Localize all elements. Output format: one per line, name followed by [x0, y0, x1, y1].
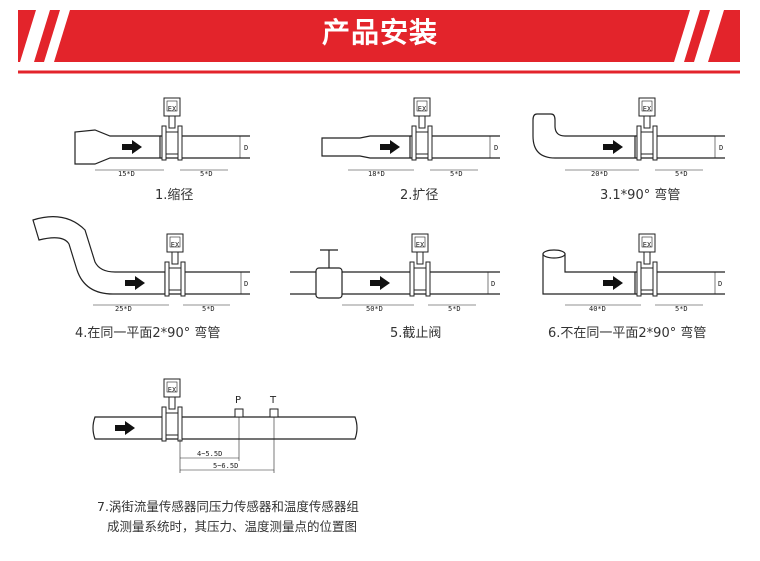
svg-text:25*D: 25*D	[115, 305, 132, 313]
svg-text:D: D	[718, 280, 722, 288]
svg-text:P: P	[235, 395, 241, 406]
diagram-6-double-elbow-different-plane: EX D 40*D 5*D	[542, 233, 725, 313]
diagram-6-caption: 6.不在同一平面2*90° 弯管	[548, 326, 707, 341]
diagram-3-single-elbow: EX D 20*D 5*D	[532, 97, 725, 178]
diagram-2-caption: 2.扩径	[400, 188, 439, 203]
svg-text:40*D: 40*D	[589, 305, 606, 313]
svg-text:5*D: 5*D	[448, 305, 461, 313]
svg-text:EX: EX	[171, 241, 180, 249]
svg-text:5*D: 5*D	[675, 170, 688, 178]
diagram-2-expander: EX D 18*D 5*D	[321, 97, 500, 178]
diagram-5-caption: 5.截止阀	[390, 326, 442, 341]
svg-text:EX: EX	[643, 241, 652, 249]
diagram-1-caption: 1.缩径	[155, 188, 194, 203]
svg-text:15*D: 15*D	[118, 170, 135, 178]
svg-text:5*D: 5*D	[202, 305, 215, 313]
header-banner	[18, 10, 740, 74]
svg-text:D: D	[244, 144, 248, 152]
svg-text:EX: EX	[168, 386, 177, 394]
svg-text:50*D: 50*D	[366, 305, 383, 313]
svg-text:5*D: 5*D	[675, 305, 688, 313]
flow-arrow-icon	[370, 276, 390, 290]
svg-text:5*D: 5*D	[200, 170, 213, 178]
diagram-4-caption: 4.在同一平面2*90° 弯管	[75, 326, 221, 341]
diagram-5-globe-valve: EX D 50*D 5*D	[290, 233, 500, 313]
svg-text:EX: EX	[168, 105, 177, 113]
diagram-1-reducer: EX D 15*D 5*D	[74, 97, 250, 178]
svg-text:5*D: 5*D	[450, 170, 463, 178]
svg-text:D: D	[494, 144, 498, 152]
svg-text:EX: EX	[416, 241, 425, 249]
svg-text:20*D: 20*D	[591, 170, 608, 178]
diagram-3-caption: 3.1*90° 弯管	[600, 188, 681, 203]
svg-text:D: D	[491, 280, 495, 288]
svg-text:T: T	[269, 395, 277, 406]
svg-text:D: D	[244, 280, 248, 288]
caption-line-2: 成测量系统时，其压力、温度测量点的位置图	[107, 519, 358, 534]
svg-text:4~5.5D: 4~5.5D	[197, 450, 222, 458]
diagram-7-pressure-temperature: EX P T 4~5.5D 5~6.5D	[92, 378, 358, 473]
svg-text:EX: EX	[418, 105, 427, 113]
svg-text:5~6.5D: 5~6.5D	[213, 462, 238, 470]
page-title: 产品安装	[321, 16, 438, 49]
svg-text:EX: EX	[643, 105, 652, 113]
diagram-7-caption: 7.涡街流量传感器同压力传感器和温度传感器组 成测量系统时，其压力、温度测量点的…	[97, 497, 359, 537]
svg-text:18*D: 18*D	[368, 170, 385, 178]
svg-text:D: D	[719, 144, 723, 152]
caption-line-1: 7.涡街流量传感器同压力传感器和温度传感器组	[97, 499, 359, 514]
diagram-4-double-elbow-same-plane: EX D 25*D 5*D	[32, 216, 250, 313]
